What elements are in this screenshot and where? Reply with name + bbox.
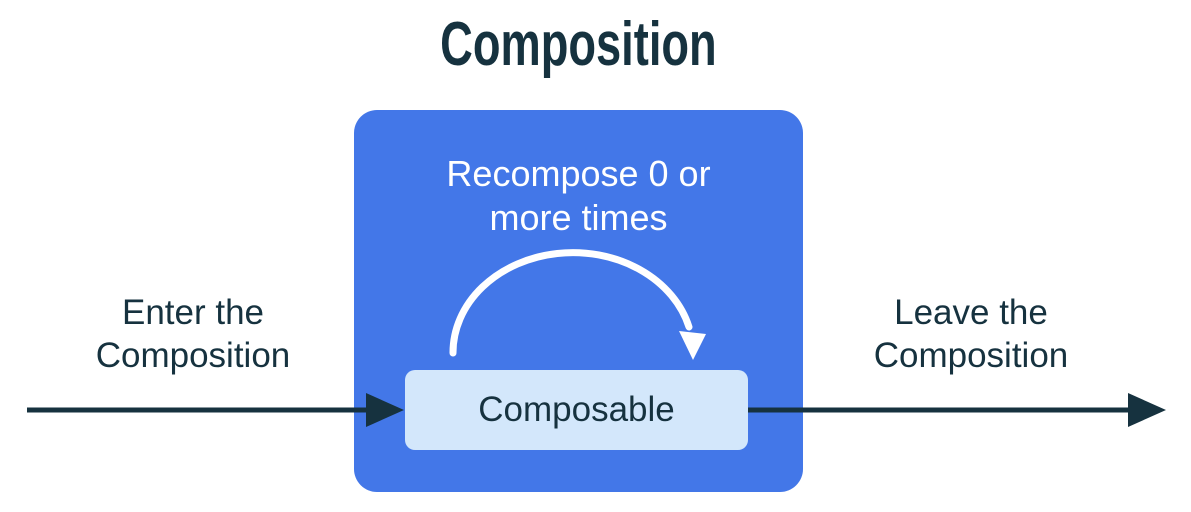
enter-composition-label: Enter the Composition bbox=[95, 293, 291, 375]
recompose-label: Recompose 0 or more times bbox=[446, 153, 711, 238]
enter-arrow-icon bbox=[27, 393, 404, 427]
leave-arrow-icon bbox=[748, 393, 1166, 427]
page-title: Composition bbox=[354, 10, 803, 96]
page-title-text: Composition bbox=[440, 10, 717, 79]
composable-box: Composable bbox=[405, 370, 748, 450]
leave-composition-label: Leave the Composition bbox=[873, 293, 1069, 375]
composable-label: Composable bbox=[478, 390, 675, 429]
